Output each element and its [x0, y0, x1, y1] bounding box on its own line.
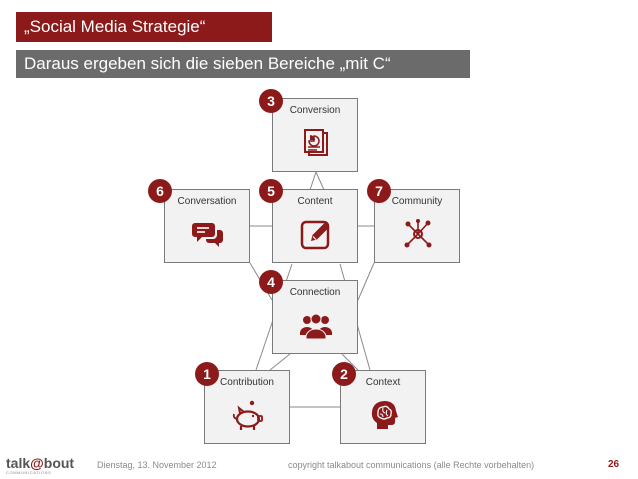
presentation-icon [304, 129, 328, 156]
talkabout-logo: talk@bout [6, 455, 74, 471]
node-conversation-label: Conversation [177, 196, 237, 207]
node-connection: Connection [272, 280, 358, 354]
speech-bubbles-icon [192, 223, 223, 247]
people-group-icon [300, 313, 332, 340]
brain-head-icon [371, 401, 398, 429]
node-connection-label: Connection [289, 287, 341, 298]
logo-at-sign: @ [30, 455, 44, 471]
node-context-label: Context [365, 377, 401, 388]
badge-content: 5 [259, 179, 283, 203]
node-context: Context [340, 370, 426, 444]
network-nodes-icon [404, 219, 432, 248]
badge-connection: 4 [259, 270, 283, 294]
line-connection-context [341, 353, 359, 371]
footer-date: Dienstag, 13. November 2012 [97, 460, 217, 470]
badge-conversation: 6 [148, 179, 172, 203]
logo-subtitle: COMMUNICATIONS [6, 470, 52, 475]
line-community-connection [357, 262, 375, 301]
node-conversion: Conversion [272, 98, 358, 172]
node-content: Content [272, 189, 358, 263]
node-contribution-label: Contribution [220, 377, 274, 388]
logo-text-start: talk [6, 455, 31, 471]
piggy-bank-icon [232, 400, 263, 430]
badge-community: 7 [367, 179, 391, 203]
node-contribution: Contribution [204, 370, 290, 444]
slide-title: „Social Media Strategie“ [16, 12, 272, 42]
node-conversion-label: Conversion [289, 105, 341, 116]
pencil-edit-icon [300, 220, 330, 250]
line-conversion-content [309, 171, 317, 191]
line-connection-contribution [269, 353, 291, 371]
node-content-label: Content [297, 196, 333, 207]
page-number: 26 [608, 459, 620, 470]
line-conversion-content-right [315, 171, 325, 191]
badge-contribution: 1 [195, 362, 219, 386]
node-conversation: Conversation [164, 189, 250, 263]
node-community-label: Community [391, 196, 443, 207]
slide-subtitle: Daraus ergeben sich die sieben Bereiche … [16, 50, 470, 78]
logo-text-end: bout [43, 455, 75, 471]
node-community: Community [374, 189, 460, 263]
footer-copyright: copyright talkabout communications (alle… [288, 460, 535, 470]
badge-conversion: 3 [259, 89, 283, 113]
badge-context: 2 [332, 362, 356, 386]
